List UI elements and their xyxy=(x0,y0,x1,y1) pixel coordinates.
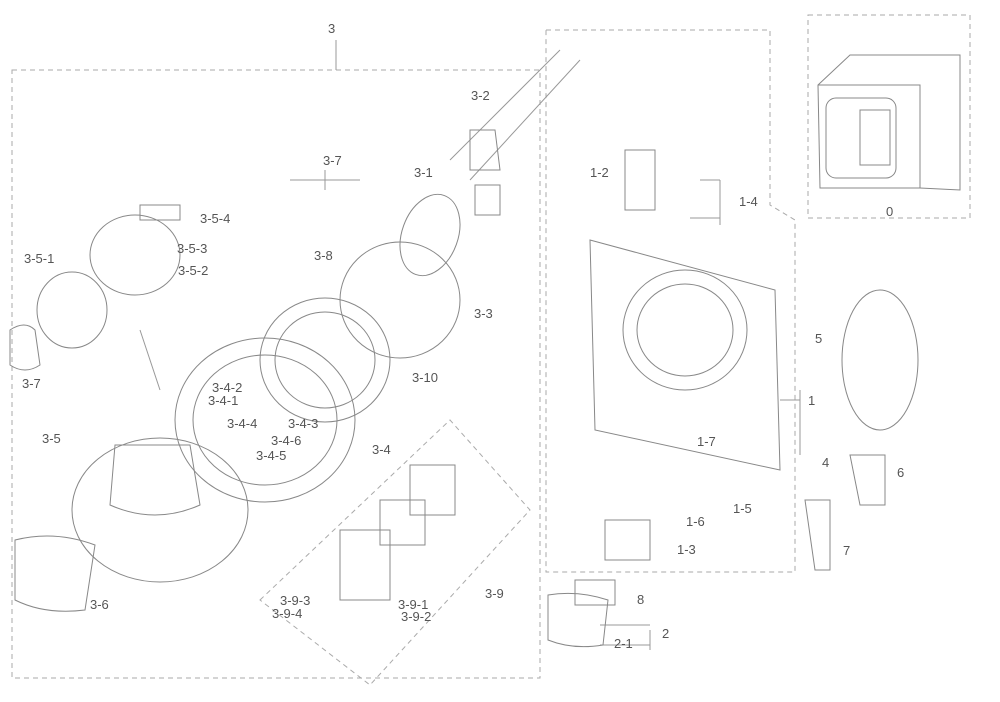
label-5: 5 xyxy=(815,331,823,346)
label-0: 0 xyxy=(886,204,894,219)
label-3-9-4: 3-9-4 xyxy=(272,606,303,621)
label-3-4-2: 3-4-2 xyxy=(212,380,243,395)
label-7: 7 xyxy=(843,543,851,558)
label-1-5: 1-5 xyxy=(733,501,752,516)
label-3-4-6: 3-4-6 xyxy=(271,433,302,448)
label-3-5-4: 3-5-4 xyxy=(200,211,231,226)
label-3-9-2: 3-9-2 xyxy=(401,609,432,624)
label-1-4: 1-4 xyxy=(739,194,758,209)
label-3-9-3: 3-9-3 xyxy=(280,593,311,608)
label-1-2: 1-2 xyxy=(590,165,609,180)
label-3-4-3: 3-4-3 xyxy=(288,416,319,431)
label-1-3: 1-3 xyxy=(677,542,696,557)
label-3-5-1: 3-5-1 xyxy=(24,251,55,266)
label-1: 1 xyxy=(808,393,816,408)
door-parts-3 xyxy=(9,129,501,612)
appliance-thumbnail xyxy=(817,54,961,191)
label-3-5-2: 3-5-2 xyxy=(178,263,209,278)
label-3-8: 3-8 xyxy=(314,248,333,263)
label-3-9: 3-9 xyxy=(485,586,504,601)
label-3-3: 3-3 xyxy=(474,306,493,321)
label-3-4-5: 3-4-5 xyxy=(256,448,287,463)
group-3-box xyxy=(11,14,971,686)
right-parts xyxy=(804,289,919,571)
label-3-7-left: 3-7 xyxy=(22,376,41,391)
label-3-5: 3-5 xyxy=(42,431,61,446)
label-1-6: 1-6 xyxy=(686,514,705,529)
label-3-2: 3-2 xyxy=(471,88,490,103)
label-3-1: 3-1 xyxy=(414,165,433,180)
label-3-4-4: 3-4-4 xyxy=(227,416,258,431)
label-2: 2 xyxy=(662,626,670,641)
label-3-4: 3-4 xyxy=(372,442,391,457)
label-1-7: 1-7 xyxy=(697,434,716,449)
label-3-7-top: 3-7 xyxy=(323,153,342,168)
label-3-4-1: 3-4-1 xyxy=(208,393,239,408)
label-3-5-3: 3-5-3 xyxy=(177,241,208,256)
label-3-9-1: 3-9-1 xyxy=(398,597,429,612)
label-3-6: 3-6 xyxy=(90,597,109,612)
label-3-10: 3-10 xyxy=(412,370,439,385)
label-8: 8 xyxy=(637,592,645,607)
label-2-1: 2-1 xyxy=(614,636,633,651)
leader-lines xyxy=(139,40,801,650)
label-3: 3 xyxy=(328,21,336,36)
front-panel-1 xyxy=(547,149,781,648)
label-4: 4 xyxy=(822,455,830,470)
label-6: 6 xyxy=(897,465,905,480)
